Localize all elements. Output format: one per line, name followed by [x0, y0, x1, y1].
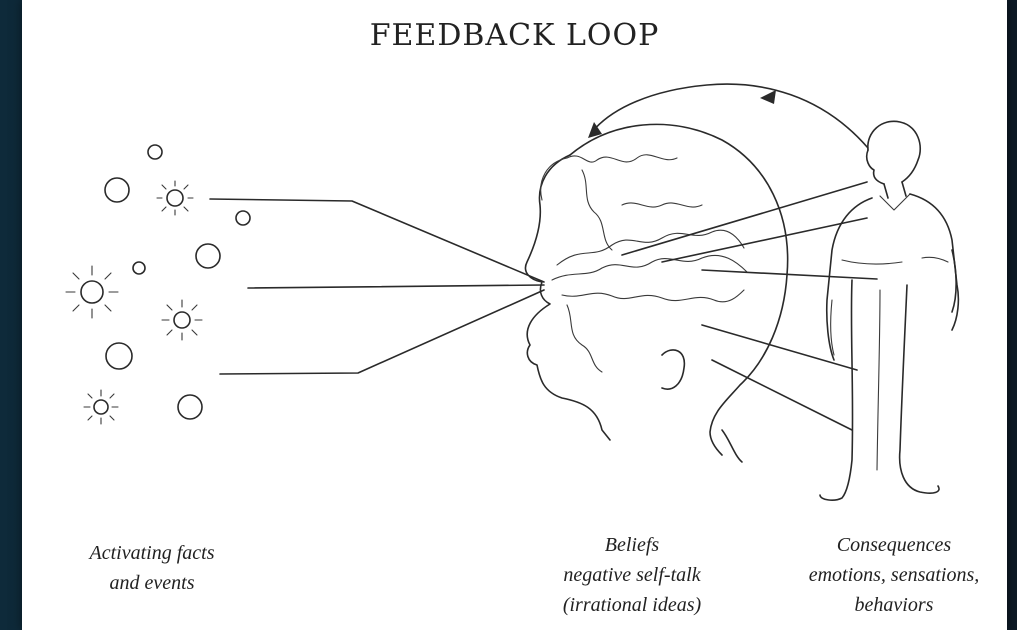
caption-activating: Activating facts and events — [52, 538, 252, 598]
consequence-line — [711, 359, 853, 431]
face-outline — [524, 154, 611, 441]
hair-outline — [540, 154, 678, 201]
event-line — [209, 198, 545, 283]
book-page: FEEDBACK LOOP — [22, 0, 1007, 630]
person-left-leg — [819, 279, 854, 501]
event-circle — [147, 144, 163, 160]
person-arm — [951, 249, 957, 313]
feedback-arc — [588, 83, 869, 149]
event-circle — [132, 261, 146, 275]
event-line — [247, 284, 545, 289]
skull-outline — [569, 123, 789, 456]
activating-events-cluster — [65, 144, 251, 425]
caption-line: emotions, sensations, — [808, 564, 980, 586]
event-circle — [235, 210, 251, 226]
event-circle — [177, 394, 203, 420]
diagram-title: FEEDBACK LOOP — [369, 18, 660, 53]
person-inseam — [876, 289, 881, 471]
caption-beliefs: Beliefs negative self-talk (irrational i… — [552, 530, 712, 620]
event-circle — [104, 177, 130, 203]
brain-layer — [561, 289, 745, 303]
feedback-loop-illustration — [65, 83, 960, 501]
event-circle — [105, 342, 133, 370]
caption-line: Beliefs — [604, 534, 660, 556]
head-to-person-lines — [621, 181, 878, 431]
event-star — [83, 389, 119, 425]
event-to-head-lines — [209, 198, 545, 375]
person-head — [867, 120, 922, 183]
caption-line: (irrational ideas) — [562, 594, 702, 616]
caption-consequences: Consequences emotions, sensations, behav… — [794, 530, 994, 620]
feedback-arc-path — [591, 83, 869, 149]
brain-layer — [556, 229, 745, 266]
consequence-line — [701, 269, 878, 280]
caption-line: Activating facts — [89, 542, 215, 564]
person-right-side — [909, 193, 960, 331]
head-profile — [524, 123, 789, 463]
arrowhead-icon — [588, 122, 602, 138]
person-neck — [883, 181, 907, 199]
neck-line — [721, 429, 743, 463]
event-line — [219, 289, 545, 375]
caption-line: and events — [109, 572, 195, 594]
brain-layer — [551, 254, 748, 281]
arrowhead-icon — [760, 90, 776, 104]
person-collar — [879, 193, 911, 211]
person-right-leg — [898, 284, 940, 494]
event-star — [65, 265, 119, 319]
person-face — [865, 149, 885, 185]
person-belt — [841, 256, 949, 265]
person-arm — [830, 299, 835, 356]
standing-person — [819, 120, 960, 501]
event-circle — [195, 243, 221, 269]
event-star — [161, 299, 203, 341]
brain-fold — [621, 202, 703, 208]
caption-line: negative self-talk — [563, 564, 701, 586]
consequence-line — [701, 324, 858, 371]
caption-line: Consequences — [836, 534, 952, 556]
consequence-line — [621, 181, 868, 256]
person-left-side — [825, 197, 873, 361]
ear-outline — [661, 349, 686, 390]
event-star — [156, 180, 194, 216]
consequence-line — [661, 217, 868, 263]
brain-fold — [566, 304, 603, 373]
brain-fold — [581, 169, 613, 251]
caption-line: behaviors — [854, 594, 934, 616]
